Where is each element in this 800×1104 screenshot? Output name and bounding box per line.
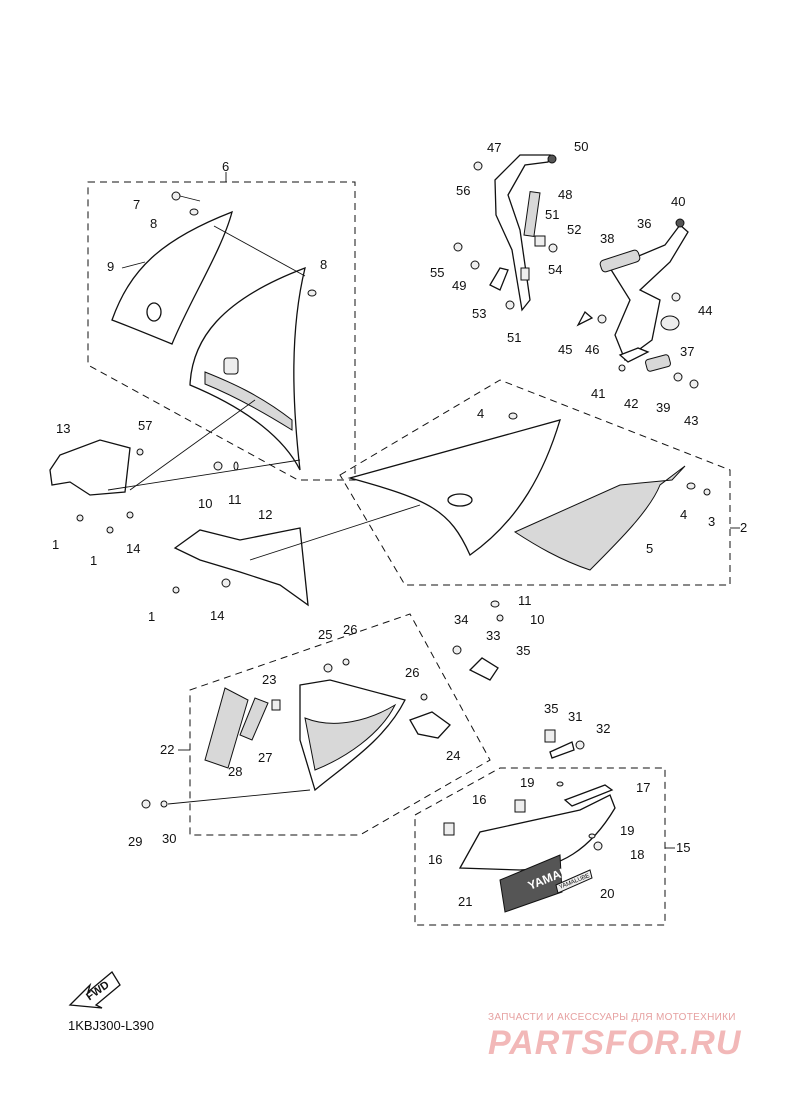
group-2-enclosure [339,379,731,586]
group-22-enclosure [189,613,491,836]
callout-36: 36 [637,216,651,231]
callout-14: 14 [126,541,140,556]
callout-26: 26 [405,665,419,680]
diagram-code: 1KBJ300-L390 [68,1018,155,1033]
callout-19: 19 [520,775,534,790]
pad-27 [239,697,269,741]
callout-10: 10 [530,612,544,627]
callout-1: 1 [90,553,97,568]
callout-10: 10 [198,496,212,511]
callout-40: 40 [671,194,685,209]
callout-38: 38 [600,231,614,246]
callout-14: 14 [210,608,224,623]
fwd-arrow-icon: FWD [68,971,121,1009]
callout-49: 49 [452,278,466,293]
pad-28 [204,687,249,769]
callout-13: 13 [56,421,70,436]
callout-51: 51 [545,207,559,222]
callout-19: 19 [620,823,634,838]
callout-24: 24 [446,748,460,763]
inner-panel-12 [173,527,309,607]
callout-44: 44 [698,303,712,318]
callout-21: 21 [458,894,472,909]
callout-25: 25 [318,627,332,642]
callout-54: 54 [548,262,562,277]
callout-23: 23 [262,672,276,687]
callout-22: 22 [160,742,174,757]
callout-53: 53 [472,306,486,321]
callout-18: 18 [630,847,644,862]
callout-8: 8 [320,257,327,272]
callout-35: 35 [516,643,530,658]
callout-33: 33 [486,628,500,643]
callout-9: 9 [107,259,114,274]
decal-20 [555,869,593,894]
callout-26: 26 [343,622,357,637]
callout-48: 48 [558,187,572,202]
callout-1: 1 [52,537,59,552]
callout-51: 51 [507,330,521,345]
callout-16: 16 [472,792,486,807]
callout-4: 4 [680,507,687,522]
callout-6: 6 [222,159,229,174]
bracket-24 [409,711,451,739]
callout-39: 39 [656,400,670,415]
callout-37: 37 [680,344,694,359]
callout-12: 12 [258,507,272,522]
upper-cowl-body [189,266,306,471]
decal-21 [499,854,563,913]
side-cowl-body [347,419,561,556]
callout-11: 11 [518,593,532,608]
group-6-enclosure [87,181,356,481]
stay-36 [609,224,689,362]
callout-46: 46 [585,342,599,357]
windshield-part-9 [111,210,233,345]
callout-11: 11 [228,492,242,507]
seal-17 [563,784,614,807]
callout-50: 50 [574,139,588,154]
callout-47: 47 [487,140,501,155]
callout-52: 52 [567,222,581,237]
callout-31: 31 [568,709,582,724]
callout-20: 20 [600,886,614,901]
side-cowl-panel-5 [513,465,686,571]
callout-35: 35 [544,701,558,716]
callout-42: 42 [624,396,638,411]
callout-34: 34 [454,612,468,627]
callout-2: 2 [740,520,747,535]
callout-17: 17 [636,780,650,795]
callout-43: 43 [684,413,698,428]
callout-7: 7 [133,197,140,212]
group-15-enclosure [414,767,666,926]
callout-41: 41 [591,386,605,401]
callout-15: 15 [676,840,690,855]
callout-16: 16 [428,852,442,867]
callout-4: 4 [477,406,484,421]
callout-56: 56 [456,183,470,198]
stay-bracket-47 [494,154,551,312]
callout-1: 1 [148,609,155,624]
callout-5: 5 [646,541,653,556]
callout-28: 28 [228,764,242,779]
bracket-13 [49,439,131,496]
callout-32: 32 [596,721,610,736]
callout-8: 8 [150,216,157,231]
watermark-logo: PARTSFOR.RU [488,1024,742,1062]
callout-57: 57 [138,418,152,433]
watermark-tagline: ЗАПЧАСТИ И АКСЕССУАРЫ ДЛЯ МОТОТЕХНИКИ [488,1012,736,1023]
callout-30: 30 [162,831,176,846]
callout-3: 3 [708,514,715,529]
callout-29: 29 [128,834,142,849]
callout-27: 27 [258,750,272,765]
callout-55: 55 [430,265,444,280]
callout-45: 45 [558,342,572,357]
